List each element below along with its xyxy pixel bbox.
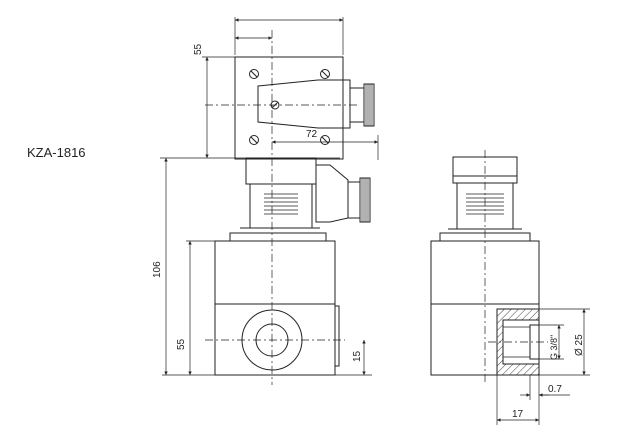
- coil-flange: [229, 232, 327, 242]
- dim-gap: 0.7: [548, 384, 562, 395]
- dim-connector-height: 55: [193, 43, 204, 55]
- dim-body-height: 55: [176, 338, 187, 350]
- dim-total-height: 106: [152, 261, 163, 278]
- connector-box: [234, 56, 344, 160]
- model-label: KZA-1816: [27, 145, 86, 160]
- dim-thread: G 3/8": [549, 335, 559, 360]
- coil-cap: [245, 157, 317, 185]
- dim-connector-offset: 72: [306, 129, 318, 140]
- dimensions-left: [160, 17, 379, 376]
- centerlines-right: [484, 150, 548, 385]
- valve-body: [214, 240, 336, 376]
- dimensions-right: [496, 308, 590, 425]
- dim-thread-depth: 17: [512, 409, 524, 420]
- dim-port-diameter: Ø 25: [574, 334, 585, 356]
- connector-plug: [257, 79, 351, 129]
- dim-port-offset: 15: [352, 350, 363, 362]
- centerlines-left: [205, 30, 358, 385]
- connector-screws: [249, 69, 330, 145]
